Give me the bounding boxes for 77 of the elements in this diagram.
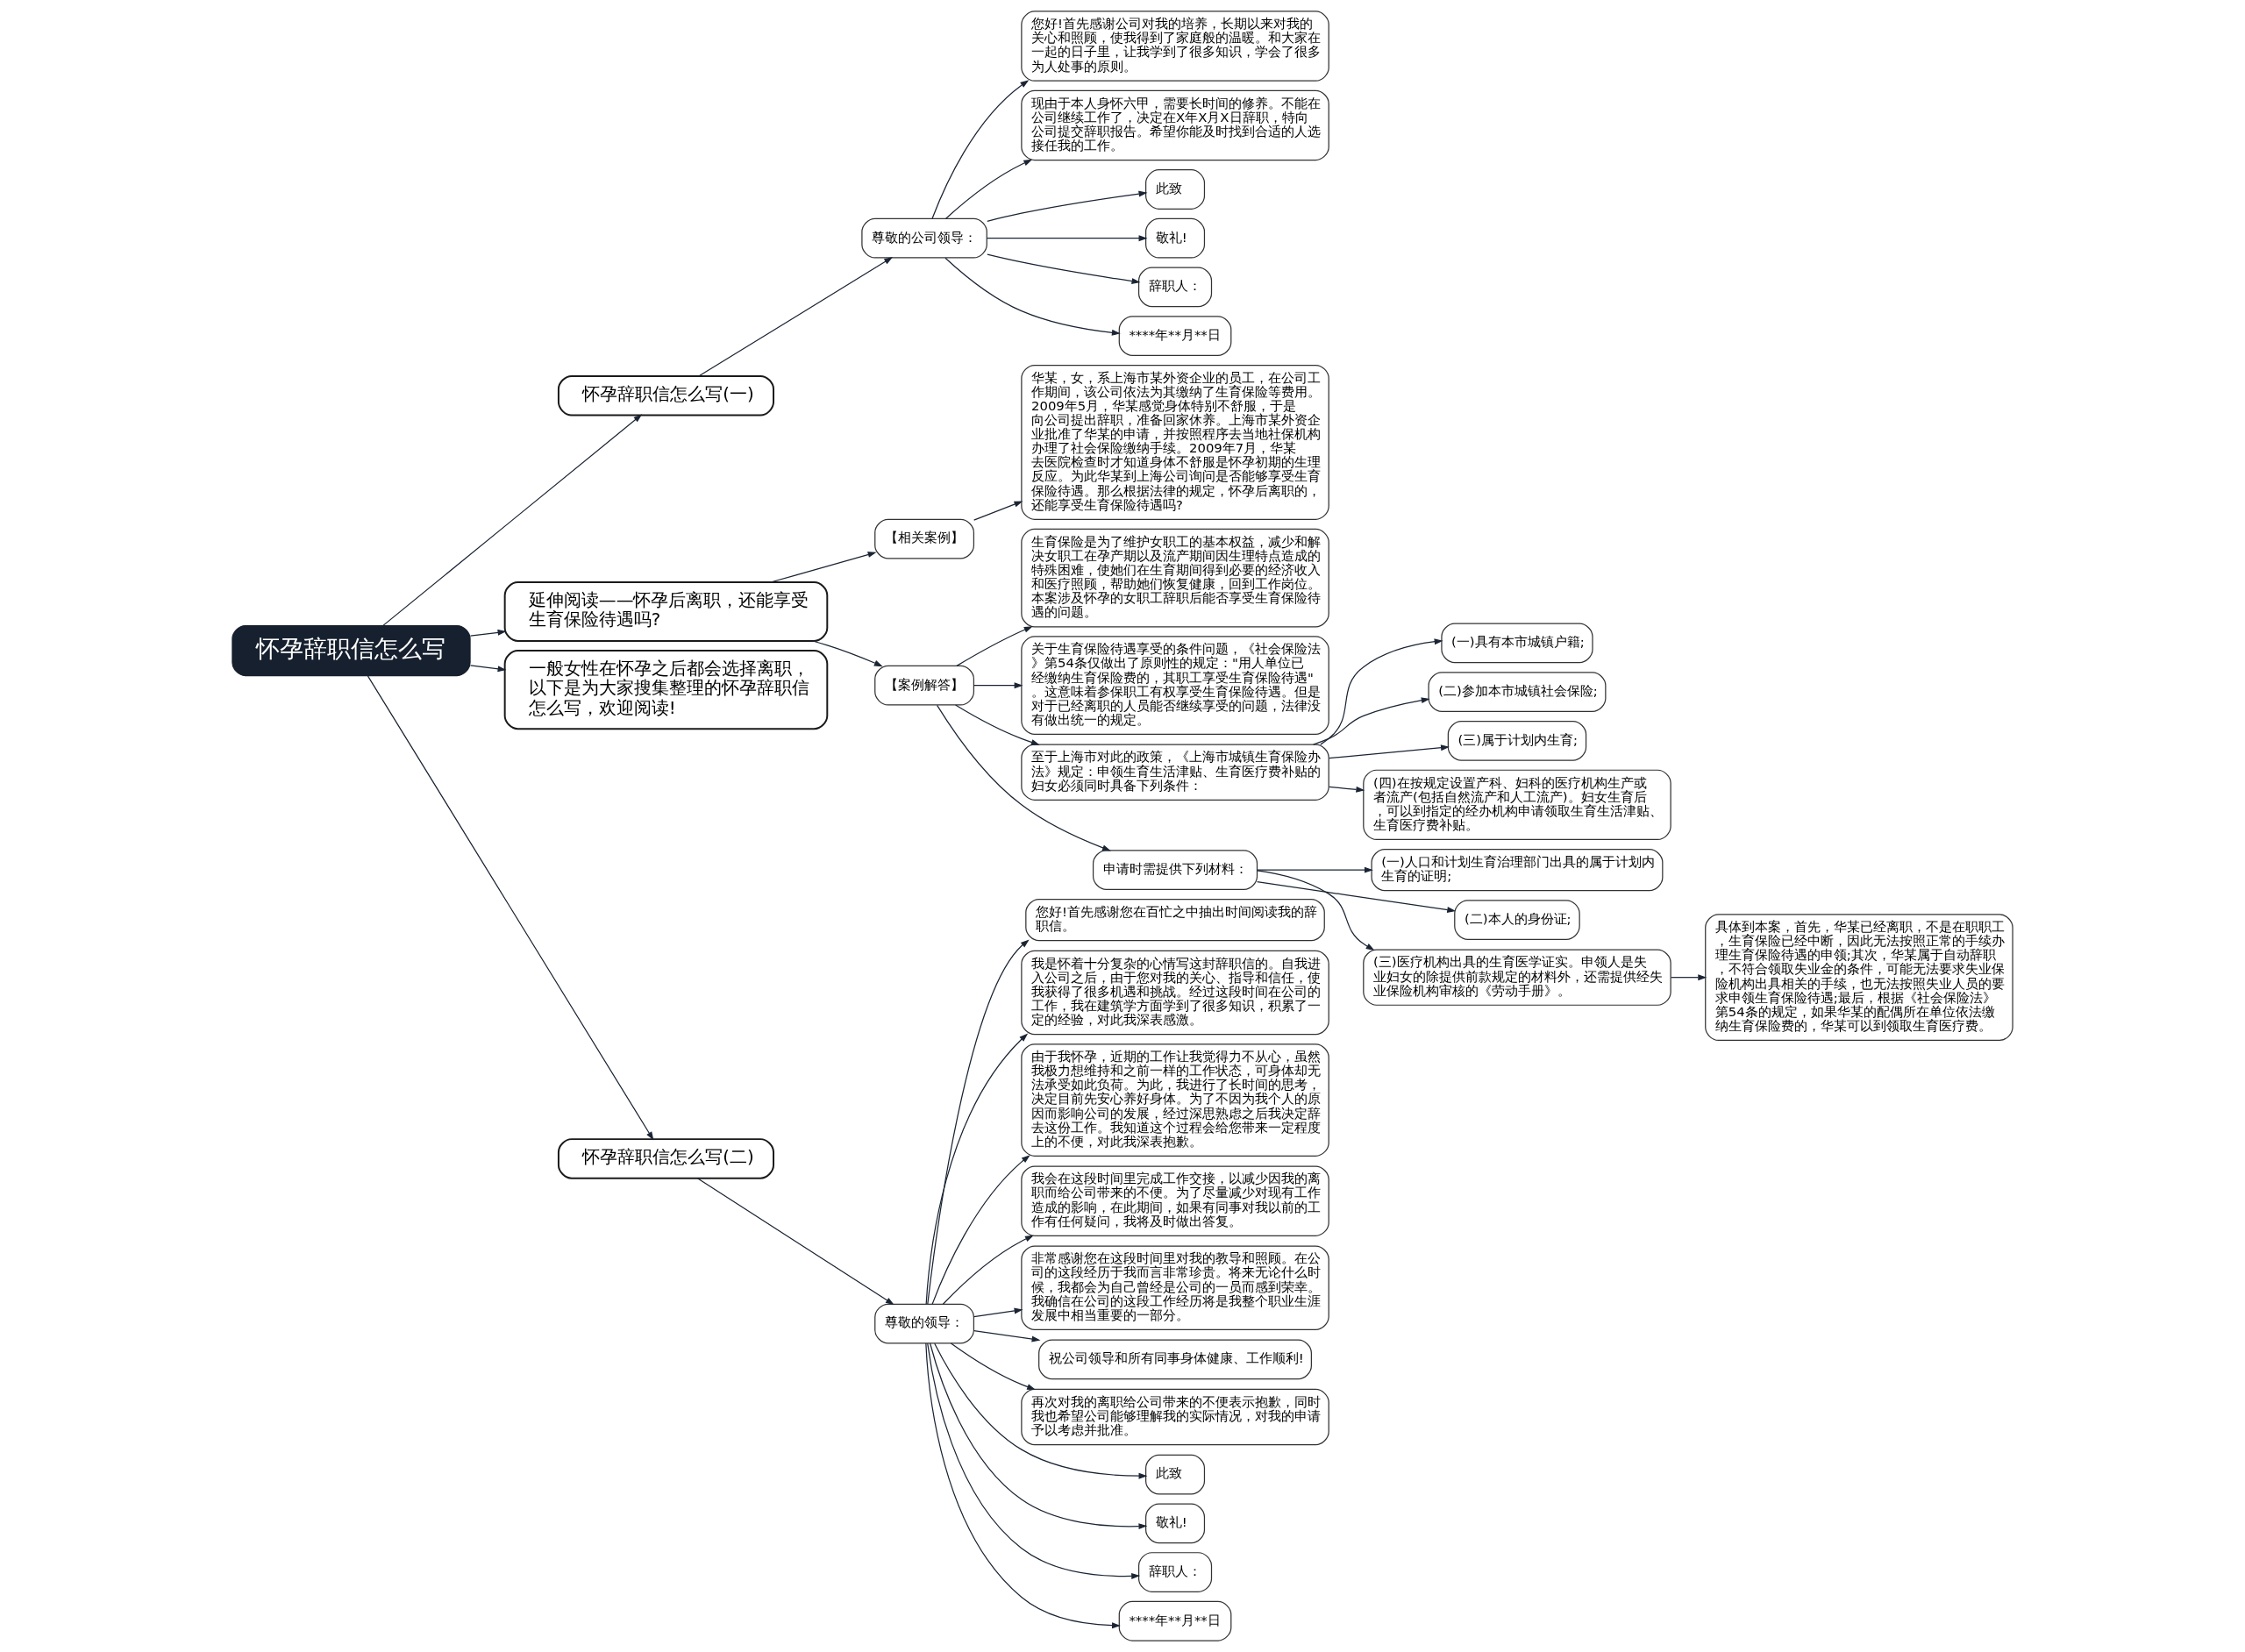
node-box: (二)本人的身份证; [1454,900,1580,940]
node-box: 尊敬的领导： [874,1303,975,1344]
node-box: 敬礼! [1145,1503,1206,1544]
arrow [987,190,1148,222]
node-box: 非常感谢您在这段时间里对我的教导和照顾。在公司的这段经历于我而言非常珍贵。将来无论什么时候，我都会为自己曾经是公司的一员而感到荣幸。我确信在公司的这段工作经历将是我整个职业生涯发展中相当重要的一部分。 [1021,1245,1329,1330]
arrow [973,501,1023,521]
arrow [1329,786,1365,793]
arrow [770,552,877,583]
arrow [1313,697,1430,745]
node-box: ****年**月**日 [1118,1600,1232,1641]
arrow [973,682,1023,689]
arrow [1320,638,1443,745]
node-box: 【相关案例】 [874,518,975,559]
node-box: 怀孕辞职信怎么写(一) [557,374,774,417]
node-box: (二)参加本市城镇社会保险; [1428,672,1607,713]
node-box: (一)具有本市城镇户籍; [1441,623,1593,664]
arrow [927,1342,1141,1579]
arrow [931,80,1030,219]
arrow [1671,974,1707,981]
node-box: 怀孕辞职信怎么写 [232,625,471,677]
node-box: ****年**月**日 [1118,316,1232,356]
arrow [927,939,1030,1305]
node-box: 具体到本案，首先，华某已经离职，不是在职职工，生育保险已经中断，因此无法按照正常的手续办理生育保险待遇的申领;其次，华某属于自动辞职，不符合领取失业金的条件，可能无法要求失业保险机构出具相关的手续，也无法按照失业人员的要求申领生育保险待遇;最后，根据《社会保险法》第54条的规定，如果华某的配偶所在单位依法缴纳生育保险费的，华某可以到领取生育医疗费。 [1705,914,2013,1042]
node-box: 一般女性在怀孕之后都会选择离职，以下是为大家搜集整理的怀孕辞职信怎么写，欢迎阅读! [503,650,829,730]
node-box: (三)医疗机构出具的生育医学证实。申领人是失业妇女的除提供前款规定的材料外，还需提供经失业保险机构审核的《劳动手册》。 [1363,949,1671,1006]
node-box: 华某，女，系上海市某外资企业的员工，在公司工作期间，该公司依法为其缴纳了生育保险等费用。2009年5月，华某感觉身体特别不舒服，于是向公司提出辞职，准备回家休养。上海市某外资企业批准了华某的申请，并按照程序去当地社保机构办理了社会保险缴纳手续。2009年7月，华某去医院检查时才知道身体不舒服是怀孕初期的生理反应。为此华某到上海公司询问是否能够享受生育保险待遇。那么根据法律的规定，怀孕后离职的，还能享受生育保险待遇吗? [1021,364,1329,520]
arrow [696,1178,894,1306]
node-box: 祝公司领导和所有同事身体健康、工作顺利! [1038,1339,1312,1380]
arrow [1329,744,1450,759]
arrow [945,159,1033,219]
arrow [942,1235,1034,1305]
arrow [931,1155,1030,1305]
arrow [812,640,883,667]
node-box: 我会在这段时间里完成工作交接，以减少因我的离职而给公司带来的不便。为了尽量减少对现有工作造成的影响，在此期间，如果有同事对我以前的工作有任何疑问，我将及时做出答复。 [1021,1165,1329,1236]
arrow [367,675,654,1141]
arrow [469,629,507,637]
node-box: 敬礼! [1145,217,1206,259]
arrow [944,257,1121,336]
arrow [955,704,1040,745]
node-box: 您好!首先感谢您在百忙之中抽出时间阅读我的辞职信。 [1025,898,1325,942]
node-box: 您好!首先感谢公司对我的培养，长期以来对我的关心和照顾，使我得到了家庭般的温暖。和大家在一起的日子里，让我学到了很多知识，学会了很多为人处事的原则。 [1021,11,1329,82]
arrow [1256,866,1373,873]
node-box: 怀孕辞职信怎么写(二) [557,1138,774,1179]
arrow [698,257,894,377]
node-box: 关于生育保险待遇享受的条件问题，《社会保险法》第54条仅做出了原则性的规定："用人单位已经缴纳生育保险费的，其职工享受生育保险待遇"。这意味着参保职工有权享受生育保险待遇。但是对于已经离职的人员能否继续享受的问题，法律没有做出统一的规定。 [1021,636,1329,735]
arrow [987,253,1141,285]
arrow [929,1342,1148,1530]
arrow [925,1033,1029,1305]
node-box: (一)人口和计划生育治理部门出具的属于计划内生育的证明; [1371,849,1664,892]
arrow [934,1342,1148,1479]
arrow [1257,870,1375,951]
node-box: 延伸阅读——怀孕后离职，还能享受生育保险待遇吗? [503,581,829,642]
node-box: 【案例解答】 [874,665,975,706]
arrow [469,665,507,673]
node-box: 辞职人： [1137,1552,1213,1592]
node-box: 由于我怀孕，近期的工作让我觉得力不从心，虽然我极力想维持和之前一样的工作状态，可身体却无法承受如此负荷。为此，我进行了长时间的思考，决定目前先安心养好身体。为了不因为我个人的原因而影响公司的发展，经过深思熟虑之后我决定辞去这份工作。我知道这个过程会给您带来一定程度上的不便，对此我深表抱歉。 [1021,1043,1329,1157]
node-box: 此致 [1145,1454,1206,1495]
arrow [986,235,1148,242]
arrow [973,1307,1023,1318]
node-box: (四)在按规定设置产科、妇科的医疗机构生产或者流产(包括自然流产和人工流产)。妇女生育后，可以到指定的经办机构申请领取生育生活津贴、生育医疗费补贴。 [1363,769,1671,841]
node-box: 申请时需提供下列材料： [1092,850,1258,891]
arrow [925,1342,1121,1629]
node-box: 我是怀着十分复杂的心情写这封辞职信的。自我进入公司之后，由于您对我的关心、指导和信任，使我获得了很多机遇和挑战。经过这段时间在公司的工作，我在建筑学方面学到了很多知识，积累了一定的经验，对此我深表感激。 [1021,950,1329,1036]
node-box: 生育保险是为了维护女职工的基本权益，减少和解决女职工在孕产期以及流产期间因生理特点造成的特殊困难，使她们在生育期间得到必要的经济收入和医疗照顾，帮助她们恢复健康，回到工作岗位。本案涉及怀孕的女职工辞职后能否享受生育保险待遇的问题。 [1021,528,1329,628]
node-box: (三)属于计划内生育; [1447,720,1587,761]
node-box: 至于上海市对此的政策，《上海市城镇生育保险办法》规定：申领生育生活津贴、生育医疗费补贴的妇女必须同时具备下列条件： [1021,744,1329,801]
node-box: 尊敬的公司领导： [861,217,987,259]
node-box: 再次对我的离职给公司带来的不便表示抱歉，同时我也希望公司能够理解我的实际情况，对我的申请予以考虑并批准。 [1021,1388,1329,1446]
arrow [973,1329,1041,1342]
arrow [950,1342,1037,1391]
node-box: 现由于本人身怀六甲，需要长时间的修养。不能在公司继续工作了，决定在X年X月X日辞职，特向公司提交辞职报告。希望你能及时找到合适的人选接任我的工作。 [1021,89,1329,161]
arrow [936,704,1111,851]
arrow [956,626,1033,666]
arrow [382,414,643,626]
arrow [1256,881,1457,913]
node-box: 辞职人： [1137,267,1213,308]
node-box: 此致 [1145,169,1206,210]
